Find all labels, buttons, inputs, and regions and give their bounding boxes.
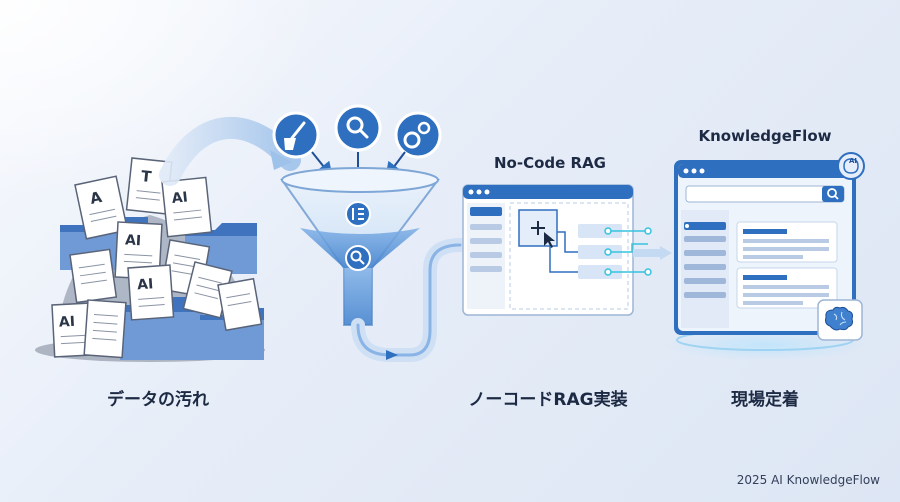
funnel (280, 167, 440, 326)
document-icon (69, 248, 118, 304)
workflow-nodes (549, 224, 622, 279)
knowledgeflow-window (674, 160, 856, 335)
flow-pipe-core (356, 243, 462, 357)
svg-text:AI: AI (137, 276, 154, 293)
connector-lines (604, 227, 672, 276)
search-icon (827, 188, 839, 200)
brain-icon (817, 299, 863, 341)
app-sidebar (681, 210, 729, 328)
rag-stage-title: No-Code RAG (493, 154, 607, 172)
svg-text:AI: AI (849, 157, 857, 165)
gears-icon (394, 111, 442, 159)
rag-editor-window (462, 184, 634, 316)
processing-icons (272, 104, 442, 188)
messy-data-pile: A T AI AI AI (35, 157, 265, 362)
cursor-icon (544, 232, 555, 248)
svg-text:A: A (88, 188, 103, 208)
document-icon: AI (161, 176, 213, 238)
search-magnifier-icon (334, 104, 382, 152)
document-icon (217, 277, 263, 332)
search-bar (685, 185, 845, 203)
rag-sidebar (467, 203, 505, 309)
document-icon: A (74, 175, 129, 240)
flow-arrowhead (270, 150, 292, 170)
svg-text:AI: AI (59, 314, 76, 331)
footer-credit: 2025 AI KnowledgeFlow (736, 473, 880, 487)
search-icon (345, 245, 371, 271)
step-label-nocode-rag: ノーコードRAG実装 (468, 390, 628, 410)
svg-text:T: T (140, 167, 153, 186)
step-label-data-mess: データの汚れ (107, 390, 209, 410)
app-content-cards (736, 221, 838, 309)
pipe-arrowhead (386, 350, 398, 360)
svg-text:AI: AI (125, 232, 142, 249)
ai-brain-badge: AI (837, 152, 865, 180)
svg-text:AI: AI (171, 189, 189, 207)
sort-icon (345, 201, 371, 227)
document-icon: AI (51, 302, 96, 358)
document-icon: AI (127, 264, 175, 321)
document-icon: AI (114, 221, 163, 281)
app-stage-title: KnowledgeFlow (698, 127, 832, 145)
step-label-adoption: 現場定着 (731, 390, 799, 410)
platform-glow (665, 329, 865, 361)
document-icon (83, 299, 127, 359)
cleaning-brush-icon (272, 111, 320, 159)
